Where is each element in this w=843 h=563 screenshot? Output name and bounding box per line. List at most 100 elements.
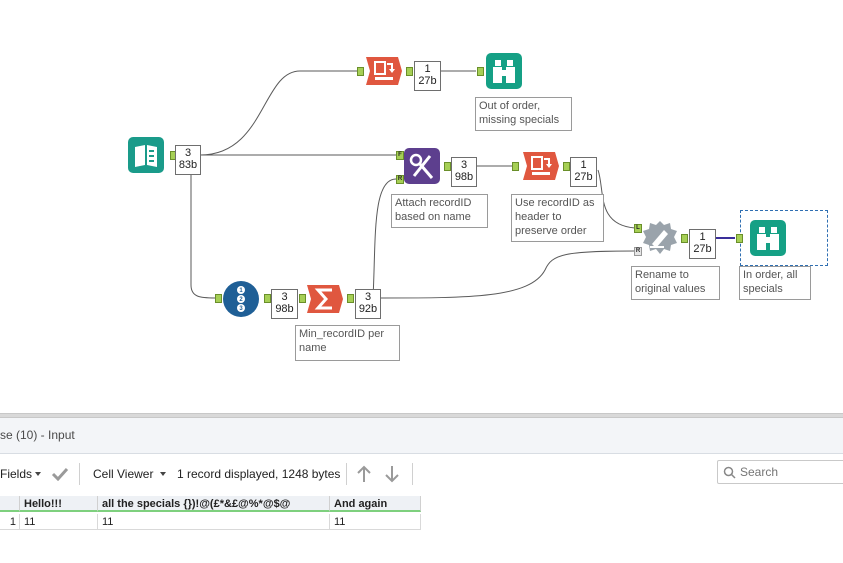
rename-port-r[interactable]: R [634, 247, 642, 256]
annotation-line: header to [515, 211, 562, 223]
record-count-badge: 3 98b [271, 289, 298, 319]
record-id-tool[interactable]: 1 2 3 [223, 281, 259, 317]
annotation-line: Use recordID as [515, 197, 595, 209]
dynamic-rename-icon [523, 152, 559, 180]
fields-dropdown[interactable]: Fields [0, 467, 33, 481]
annotation-line: name [299, 342, 327, 354]
search-icon [723, 466, 736, 479]
table-cell[interactable]: 11 [330, 514, 421, 530]
row-number: 1 [0, 514, 20, 530]
annotation-line: preserve order [515, 225, 587, 237]
annotation-line: Out of order, [479, 100, 541, 112]
join-icon [404, 148, 440, 184]
record-count: 3 [460, 159, 468, 171]
arrow-down-icon[interactable] [384, 465, 400, 483]
record-count: 1 [699, 231, 706, 243]
arrow-up-icon[interactable] [356, 465, 372, 483]
dynamic-rename-tool-top[interactable] [366, 53, 402, 89]
recordid-output-port[interactable] [264, 294, 271, 303]
recordid-input-port[interactable] [215, 294, 222, 303]
book-icon [128, 137, 164, 173]
sample-input-port[interactable] [357, 67, 364, 76]
column-header[interactable]: And again [330, 496, 421, 512]
rename-port-l[interactable]: L [634, 224, 642, 233]
workflow-canvas[interactable]: 3 83b 1 27b Out of order, missing specia… [0, 0, 843, 413]
browse-tool-top[interactable] [486, 53, 522, 89]
record-id-icon: 1 2 3 [223, 281, 259, 317]
dynamic-rename-tool[interactable] [523, 148, 559, 184]
dynrename-output-port[interactable] [563, 162, 570, 171]
browse-input-port[interactable] [477, 67, 484, 76]
summarize-tool[interactable] [307, 281, 343, 317]
rename-icon [643, 221, 677, 254]
wire-summarize-to-join [372, 178, 397, 299]
dynrename-input-port[interactable] [512, 162, 519, 171]
binoculars-icon [750, 220, 786, 256]
row-number-header [0, 496, 20, 512]
record-count-badge: 3 92b [355, 289, 381, 319]
join-port-f[interactable]: F [396, 151, 404, 160]
panel-splitter[interactable] [0, 413, 843, 418]
chevron-down-icon[interactable] [35, 472, 41, 476]
column-header[interactable]: Hello!!! [20, 496, 98, 512]
join-output-port[interactable] [444, 162, 451, 171]
svg-text:2: 2 [239, 297, 243, 303]
record-count: 3 [281, 291, 288, 303]
annotation-line: Attach recordID [395, 197, 472, 209]
record-count-badge: 3 98b [451, 157, 477, 187]
join-tool[interactable] [404, 148, 440, 184]
record-size: 83b [178, 159, 198, 171]
record-count-badge: 3 83b [175, 145, 201, 175]
results-toolbar: Fields Cell Viewer 1 record displayed, 1… [0, 454, 843, 494]
record-count: 3 [364, 291, 372, 303]
table-cell[interactable]: 11 [20, 514, 98, 530]
results-title: se (10) - Input [0, 428, 75, 442]
annotation-line: Min_recordID per [299, 328, 384, 340]
search-field[interactable] [717, 460, 843, 484]
checkmark-icon[interactable] [51, 467, 69, 481]
record-count-badge: 1 27b [570, 157, 597, 187]
record-size: 92b [358, 303, 378, 315]
annotation-join: Attach recordID based on name [391, 194, 488, 228]
wire-dynrename-to-rename [597, 169, 636, 229]
browse-tool-bottom[interactable] [750, 220, 786, 256]
wire-summarize-to-rename [379, 250, 636, 299]
record-count: 3 [184, 147, 192, 159]
chevron-down-icon[interactable] [160, 472, 166, 476]
results-title-bar: se (10) - Input [0, 418, 843, 454]
toolbar-divider [79, 463, 80, 485]
rename-tool[interactable] [642, 220, 678, 256]
binoculars-icon [486, 53, 522, 89]
records-status: 1 record displayed, 1248 bytes [177, 467, 341, 481]
annotation-line: In order, all [743, 269, 798, 281]
record-size: 27b [418, 75, 437, 87]
annotation-line: based on name [395, 211, 471, 223]
record-size: 98b [275, 303, 294, 315]
summarize-input-port[interactable] [299, 294, 306, 303]
column-header[interactable]: all the specials {})!@(£*&£@%*@$@ [98, 496, 330, 512]
sample-output-port[interactable] [406, 67, 413, 76]
annotation-dynamic-rename: Use recordID as header to preserve order [511, 194, 604, 242]
annotation-line: specials [743, 283, 783, 295]
annotation-summarize: Min_recordID per name [295, 325, 400, 361]
record-count-badge: 1 27b [689, 229, 716, 259]
connection-wires [190, 70, 735, 299]
annotation-browse-top: Out of order, missing specials [475, 97, 572, 131]
table-cell[interactable]: 11 [98, 514, 330, 530]
record-size: 27b [693, 243, 712, 255]
sigma-icon [307, 285, 343, 313]
record-size: 27b [574, 171, 593, 183]
search-input[interactable] [740, 464, 840, 480]
input-data-tool[interactable] [128, 137, 164, 173]
rename-output-port[interactable] [681, 234, 688, 243]
browse-input-port[interactable] [736, 234, 743, 243]
svg-text:1: 1 [239, 288, 243, 294]
join-port-r[interactable]: R [396, 175, 404, 184]
record-count: 1 [424, 63, 431, 75]
summarize-output-port[interactable] [347, 294, 354, 303]
wire-input-to-recordid [190, 175, 216, 299]
cell-viewer-dropdown[interactable]: Cell Viewer [93, 467, 154, 481]
annotation-rename: Rename to original values [631, 266, 720, 300]
wire-input-to-sample [199, 70, 362, 156]
toolbar-divider [346, 463, 347, 485]
